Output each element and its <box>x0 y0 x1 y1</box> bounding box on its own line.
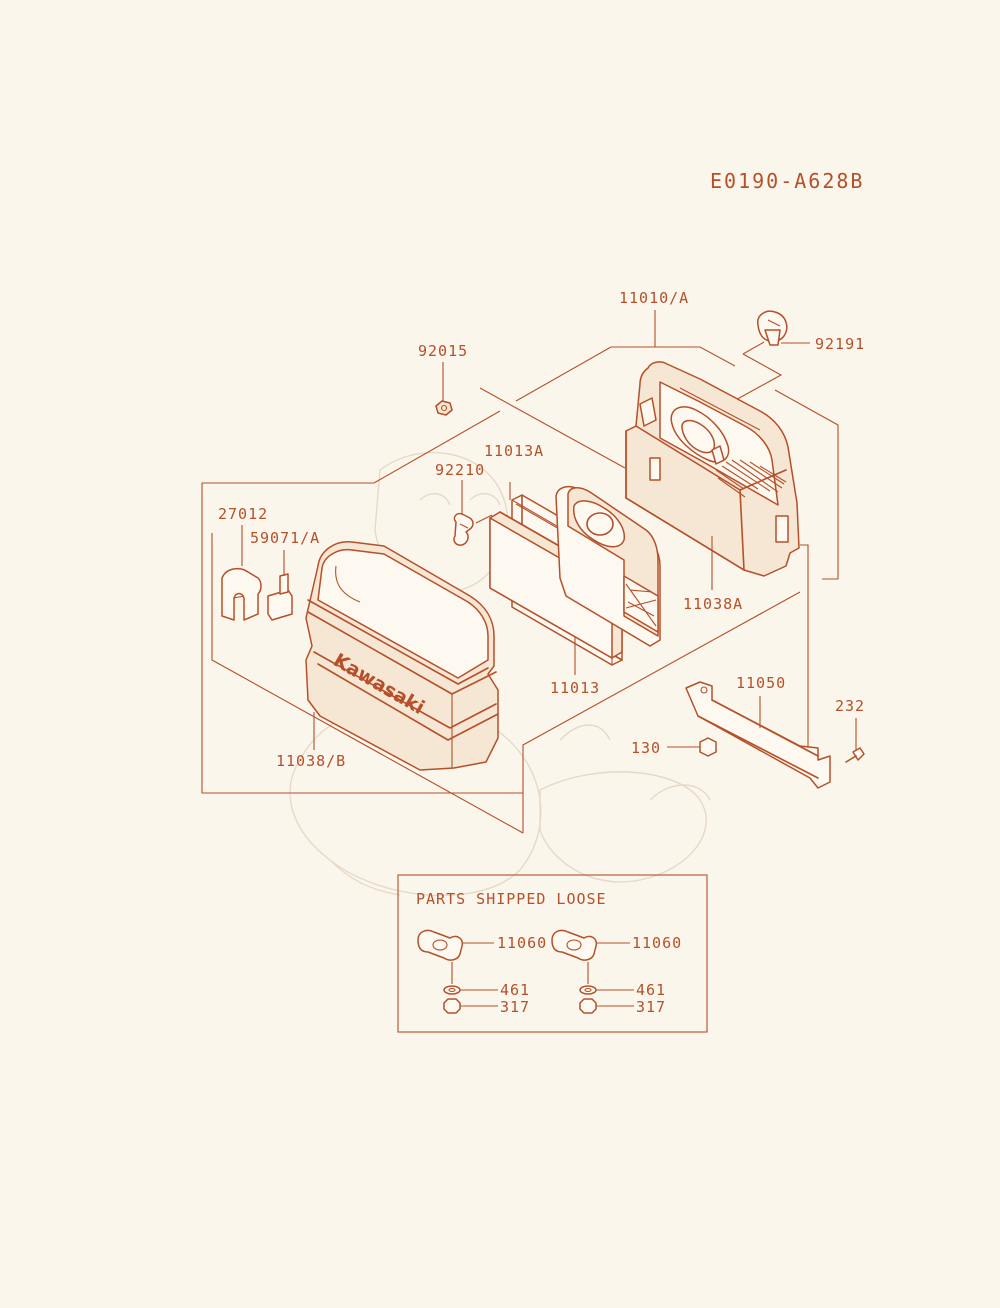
label-11013A: 11013A <box>484 442 544 460</box>
label-59071A: 59071/A <box>250 529 320 547</box>
part-labels: 11010/A 92191 92015 11013A 92210 27012 5… <box>218 289 865 770</box>
loose-set-left: 11060 461 317 <box>417 929 547 1016</box>
part-92210-clip <box>453 512 474 546</box>
part-92191-clamp <box>757 310 810 346</box>
label-92210: 92210 <box>435 461 485 479</box>
label-11050: 11050 <box>736 674 786 692</box>
label-92191: 92191 <box>815 335 865 353</box>
part-11038B-cover: Kawasaki <box>305 541 499 771</box>
loose-left-washer: 461 <box>500 981 530 999</box>
loose-right-gasket: 11060 <box>632 934 682 952</box>
label-11038B: 11038/B <box>276 752 346 770</box>
part-59071A-clip <box>267 550 293 621</box>
label-27012: 27012 <box>218 505 268 523</box>
label-92015: 92015 <box>418 342 468 360</box>
assembly-boundary-lines <box>201 310 839 834</box>
loose-left-nut: 317 <box>500 998 530 1016</box>
diagram-code: E0190-A628B <box>710 169 864 193</box>
loose-box-title: PARTS SHIPPED LOOSE <box>416 890 607 908</box>
loose-right-nut: 317 <box>636 998 666 1016</box>
part-11050-bracket <box>685 681 831 789</box>
loose-right-washer: 461 <box>636 981 666 999</box>
label-130: 130 <box>631 739 661 757</box>
label-11010A: 11010/A <box>619 289 689 307</box>
part-27012-bracket <box>221 525 262 621</box>
part-130-fitting <box>667 737 717 757</box>
label-11013: 11013 <box>550 679 600 697</box>
parts-shipped-loose-box: PARTS SHIPPED LOOSE 11060 461 317 <box>397 874 708 1033</box>
label-232: 232 <box>835 697 865 715</box>
loose-left-gasket: 11060 <box>497 934 547 952</box>
part-92015-nut <box>435 400 453 416</box>
part-filter-frame <box>555 485 661 647</box>
part-11010A-base <box>625 361 800 590</box>
loose-set-right: 11060 461 317 <box>551 929 682 1016</box>
part-232-bolt <box>845 718 865 763</box>
label-11038A: 11038A <box>683 595 743 613</box>
